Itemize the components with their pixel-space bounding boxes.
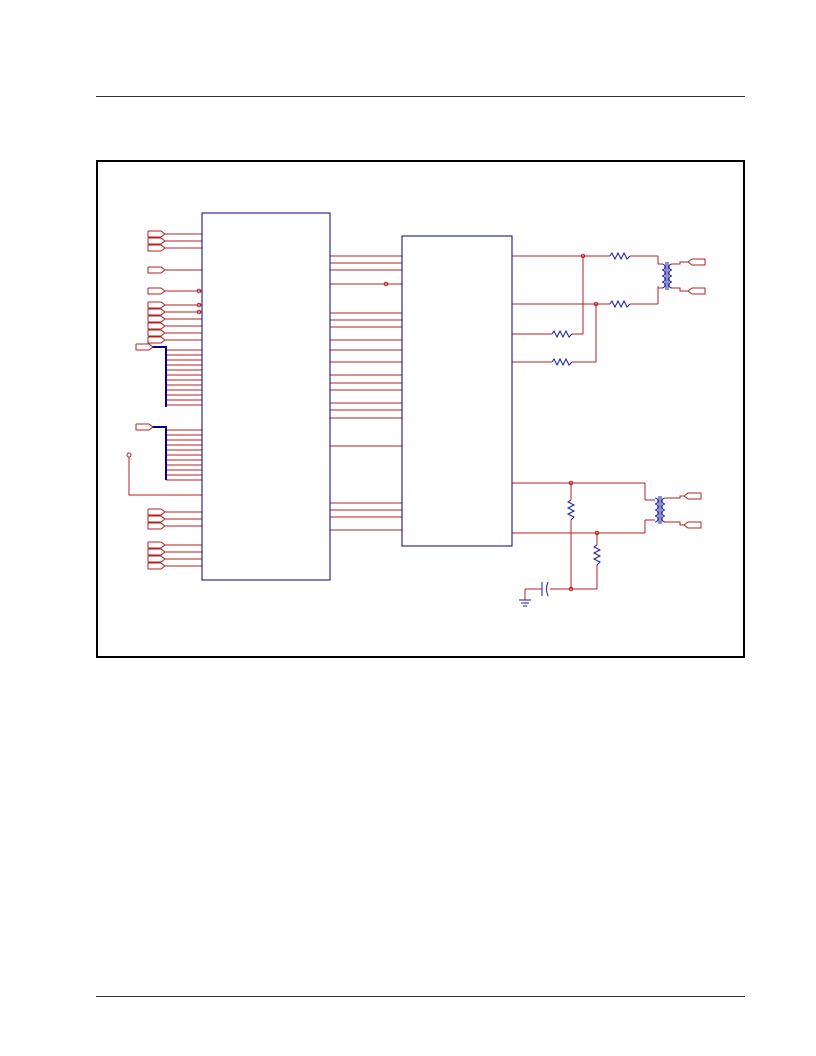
transformer-primary-coil [661,263,666,289]
capacitor-plate-curved [546,581,549,597]
port-connector [147,522,166,530]
port-connector [147,562,166,570]
junction-dot [594,530,600,536]
figure-frame [96,160,745,658]
port-connector [147,308,166,316]
wire [665,495,684,499]
port-connector [147,548,166,556]
junction-dot [196,302,202,308]
port-connector [147,301,166,309]
resistor-r5 [566,499,576,521]
port-connector [147,508,166,516]
port-connector [147,322,166,330]
transformer-t1 [661,262,673,290]
header-rule [96,96,745,97]
wire [672,261,688,265]
wire-layer [128,233,688,600]
connector-layer [126,230,706,592]
wire [672,287,688,292]
transformer-secondary-coil [661,497,666,523]
transformer-primary-coil [654,497,659,523]
block-layer [201,212,513,581]
test-point [126,452,132,458]
port-connector [147,266,166,274]
bus-layer [152,346,167,480]
port-connector [147,329,166,337]
port-connector [147,230,166,238]
output-port-connector [687,287,706,295]
resistor-r2 [609,299,631,309]
transformer-t2 [654,496,666,524]
wire [665,521,684,526]
junction-dot [196,309,202,315]
port-connector [147,541,166,549]
output-port-connector [683,492,702,500]
resistor-r3 [551,329,573,339]
transformer-secondary-coil [668,263,673,289]
ground-g1 [519,599,531,607]
data-bus-lower [152,426,167,480]
output-port-connector [687,258,706,266]
bus-port-connector [135,343,154,351]
output-port-connector [683,521,702,529]
resistor-r6 [592,544,602,566]
junction-dot [593,301,599,307]
port-connector [147,244,166,252]
junction-dot [580,253,586,259]
left-ic-block [201,212,331,581]
data-bus-upper [152,346,167,407]
port-connector [147,287,166,295]
component-layer [519,251,673,607]
junction-dot [383,281,389,287]
port-connector [147,237,166,245]
wire [128,457,202,496]
junction-dot [196,288,202,294]
bus-port-connector [135,423,154,431]
resistor-r4 [551,357,573,367]
port-connector [147,315,166,323]
footer-rule [96,996,745,997]
schematic-diagram [126,212,706,607]
junction-dot [568,480,574,486]
port-connector [147,336,166,344]
resistor-r1 [609,251,631,261]
port-connector [147,555,166,563]
right-ic-block [401,235,513,547]
junction-dot [568,586,574,592]
port-connector [147,515,166,523]
